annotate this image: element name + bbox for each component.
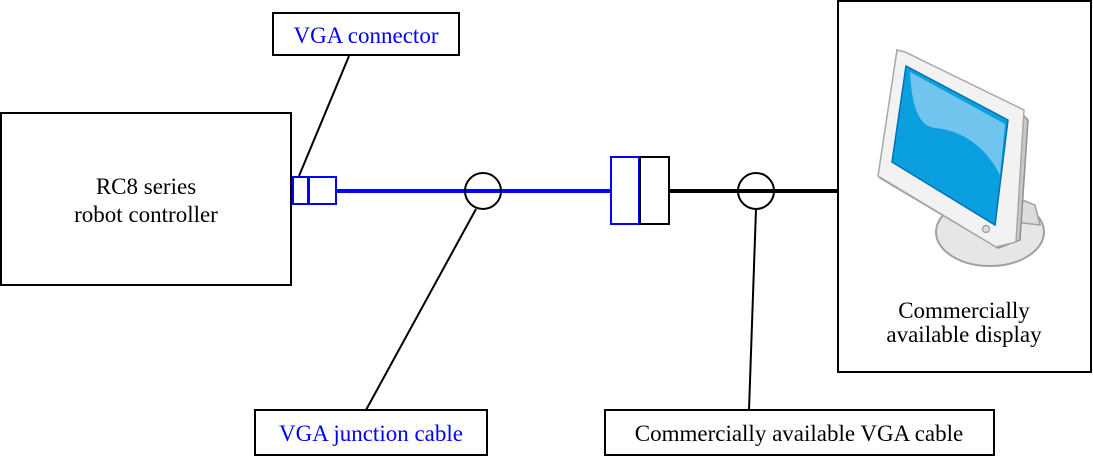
robot-controller-box: RC8 series robot controller <box>0 112 292 286</box>
commercial-vga-cable-label: Commercially available VGA cable <box>604 409 995 456</box>
monitor-icon <box>877 48 1045 267</box>
vga-connector <box>292 176 337 205</box>
controller-label-line2: robot controller <box>74 202 218 227</box>
commercial-cable-callout <box>748 208 757 411</box>
controller-label-line1: RC8 series <box>96 174 196 199</box>
junction-cable-callout <box>365 208 477 411</box>
vga-connector-label: VGA connector <box>272 12 460 56</box>
vga-junction-cable-label: VGA junction cable <box>254 409 488 456</box>
commercial-vga-cable-text: Commercially available VGA cable <box>635 421 964 446</box>
display-box: Commercially available display <box>837 0 1092 373</box>
vga-connector-text: VGA connector <box>294 23 439 48</box>
junction-connector <box>610 156 670 225</box>
display-label-line1: Commercially <box>898 298 1030 323</box>
junction-cable-marker <box>464 172 502 210</box>
vga-connector-callout <box>298 55 350 177</box>
vga-junction-cable-text: VGA junction cable <box>279 421 463 446</box>
display-label-line2: available display <box>886 322 1042 347</box>
